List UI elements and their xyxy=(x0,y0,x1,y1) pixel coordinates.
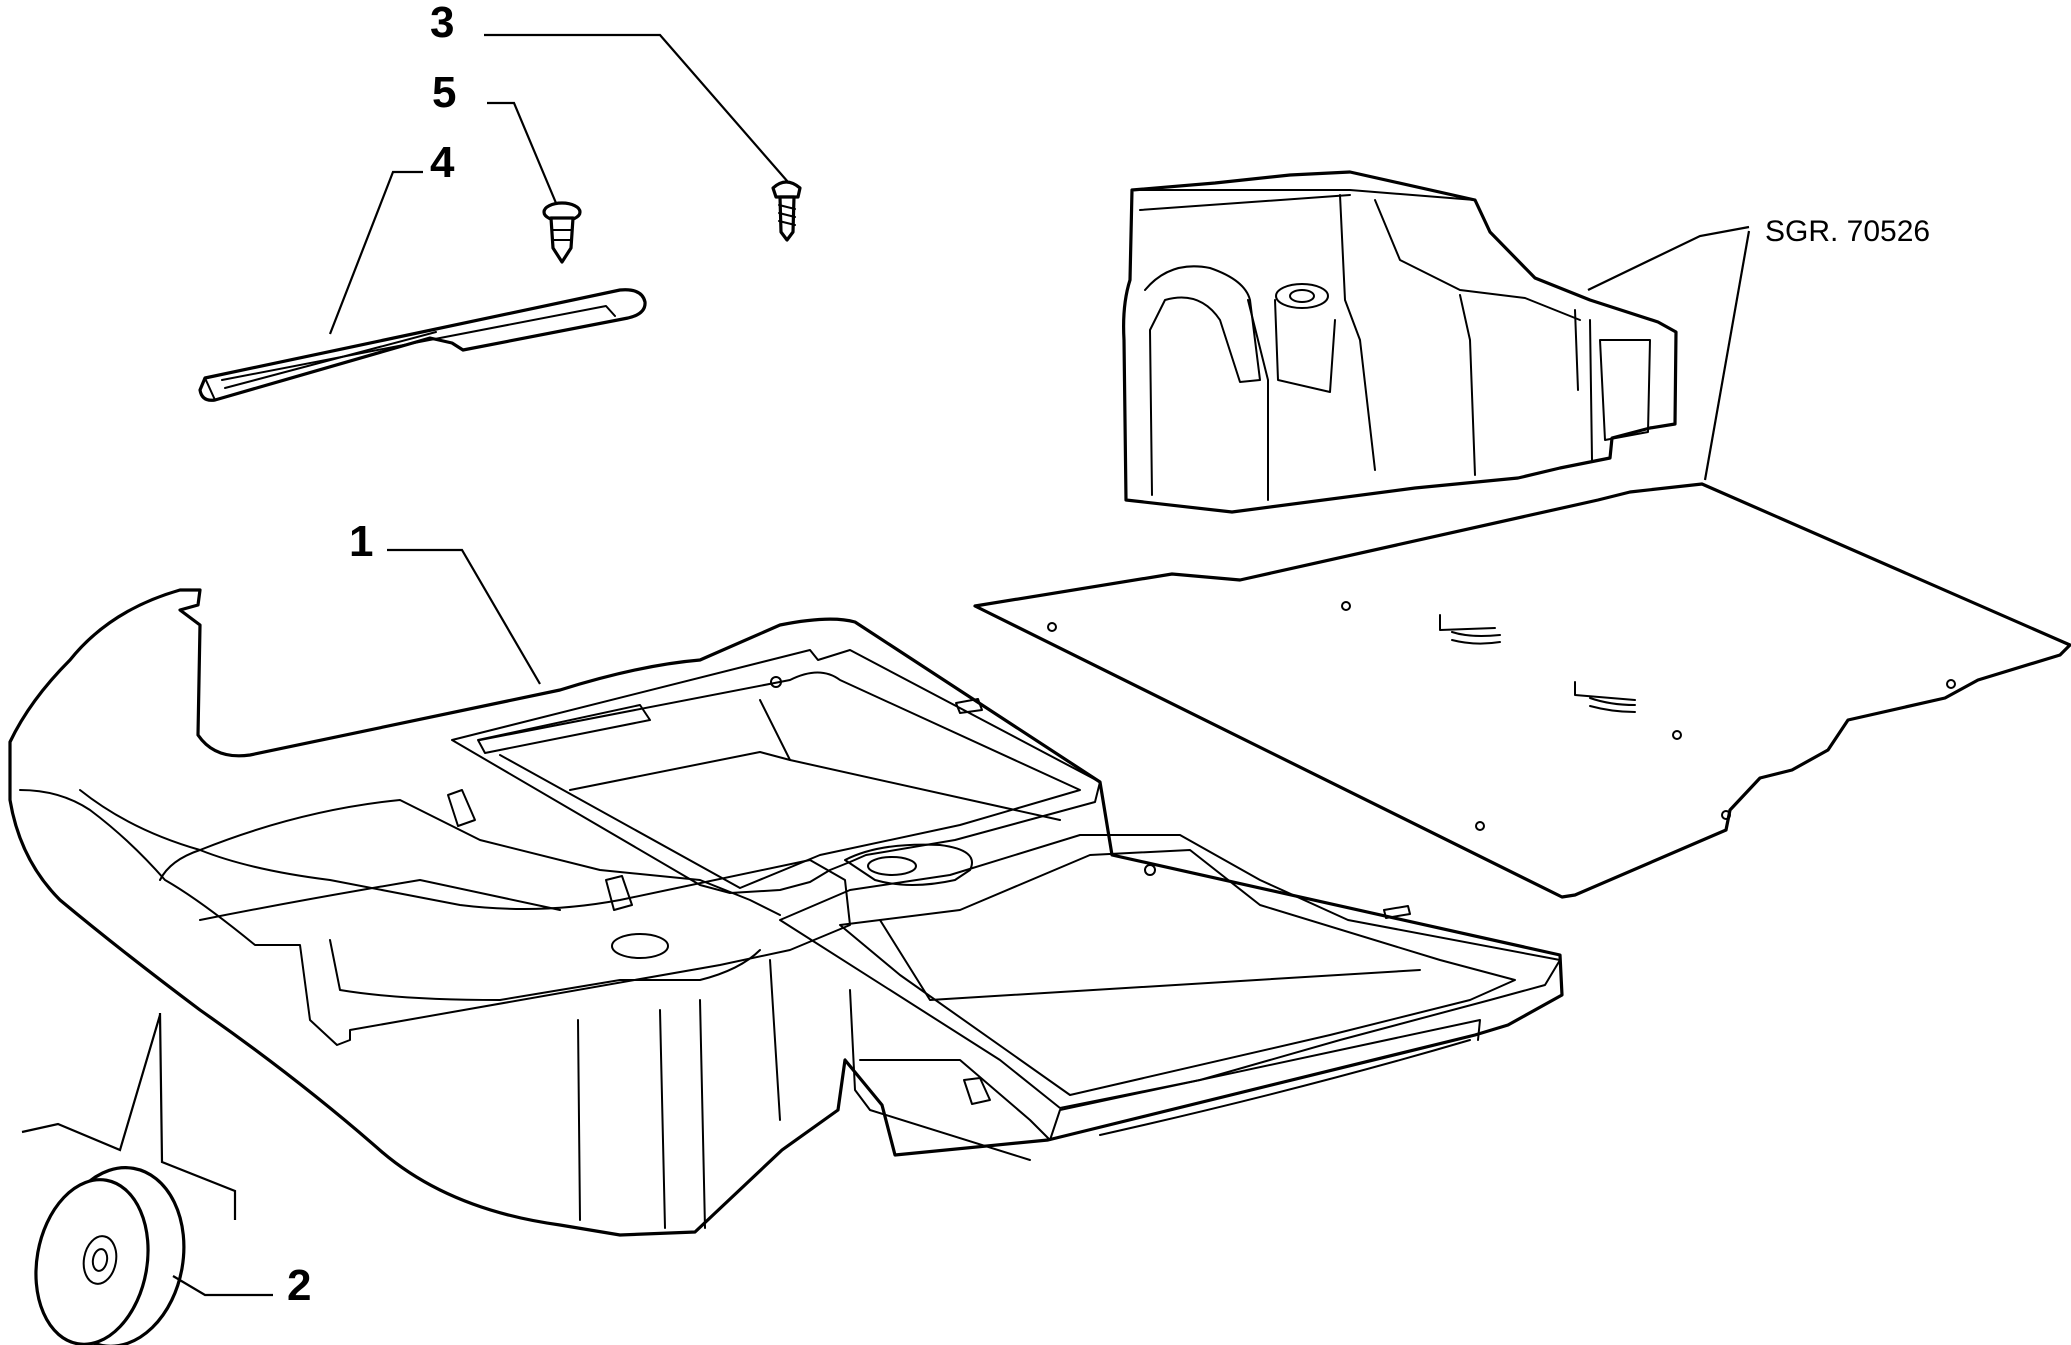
leader-lines xyxy=(21,33,1751,1297)
callout-label-5: 5 xyxy=(432,68,456,117)
leader-part-3 xyxy=(484,33,789,183)
reference-group-label: SGR. 70526 xyxy=(1765,215,1930,248)
callout-label-1: 1 xyxy=(349,517,373,566)
trim-strip-part-4 xyxy=(198,288,647,402)
leader-part-4 xyxy=(328,170,423,335)
leader-part-2-branch-b xyxy=(158,1012,237,1220)
leader-part-2-branch-a xyxy=(21,1014,162,1152)
leader-part-5 xyxy=(487,101,558,204)
reference-floor-mat xyxy=(973,482,2071,899)
callout-label-2: 2 xyxy=(287,1261,311,1310)
screw-part-3 xyxy=(771,180,802,242)
callout-label-3: 3 xyxy=(430,0,454,47)
leader-part-2 xyxy=(172,1275,273,1297)
leader-reference-lower xyxy=(1703,230,1751,481)
reference-rear-panel xyxy=(1122,170,1678,514)
leader-part-1 xyxy=(387,548,541,685)
push-clip-part-5 xyxy=(542,201,582,264)
leader-reference-upper xyxy=(1587,225,1750,291)
callout-label-4: 4 xyxy=(430,138,455,187)
round-plug-part-2 xyxy=(34,1166,186,1345)
luggage-tray-part-1 xyxy=(8,588,1564,1237)
